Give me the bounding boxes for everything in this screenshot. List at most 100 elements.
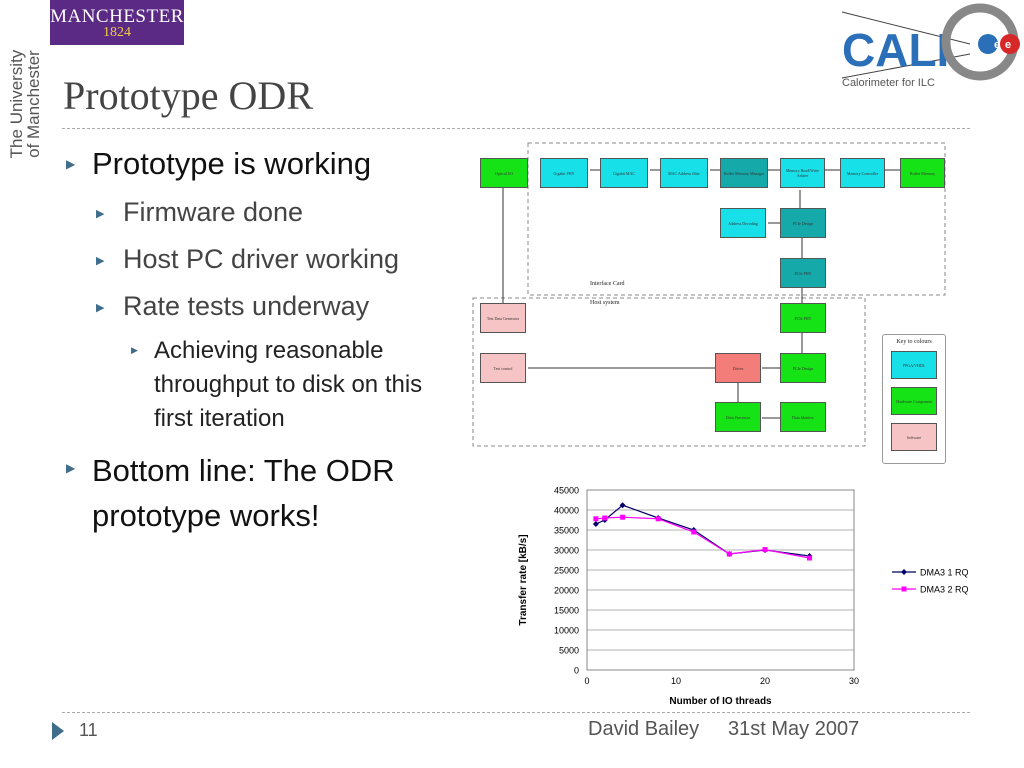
data-point <box>620 514 626 520</box>
series-2 <box>593 514 812 561</box>
block-gigabit-mac: Gigabit MAC <box>600 158 648 188</box>
data-point <box>592 521 599 527</box>
x-tick-label: 0 <box>584 676 589 686</box>
series-line <box>595 516 810 559</box>
bullet-achieving-line2: throughput to disk on this <box>154 371 423 398</box>
bullet-prototype-working: Prototype is working <box>92 146 372 181</box>
y-tick-label: 30000 <box>554 546 579 556</box>
legend-item: DMA3 1 RQ <box>892 568 969 578</box>
block-address-decoding: Address Decoding <box>720 208 766 238</box>
data-point <box>602 515 608 521</box>
colour-key: Key to colours FPGA/VHDL Hardware Compon… <box>882 334 946 464</box>
series-line <box>595 504 810 557</box>
block-memory-rw-arbiter: Memory Read/Write Arbiter <box>780 158 825 188</box>
block-memory-controller: Memory Controller <box>840 158 885 188</box>
y-tick-label: 40000 <box>554 506 579 516</box>
y-tick-label: 25000 <box>554 566 579 576</box>
block-pcie-phy-host: PCIe PHY <box>780 303 826 333</box>
bullet-bottom-line2: prototype works! <box>92 498 320 533</box>
x-tick-label: 30 <box>849 676 859 686</box>
block-optical-io: Optical I/O <box>480 158 528 188</box>
diagram-frames <box>472 142 946 447</box>
key-software: Software <box>891 423 937 451</box>
bullet-arrow-icon: ▶ <box>66 157 76 171</box>
x-axis-label: Number of IO threads <box>669 696 772 707</box>
svg-text:e: e <box>994 39 1000 51</box>
block-test-data-generator: Test Data Generator <box>480 303 526 333</box>
y-tick-label: 20000 <box>554 586 579 596</box>
bullet-bottom-line1: Bottom line: The ODR <box>92 453 395 488</box>
chart-grid <box>587 489 854 671</box>
block-buffer-memory: Buffer Memory <box>900 158 945 188</box>
university-side-text-line1: The University <box>7 49 26 159</box>
interface-card-label: Interface Card <box>590 281 625 287</box>
y-tick-label: 45000 <box>554 486 579 496</box>
chart-series <box>592 502 813 561</box>
bullet-host-pc-driver: Host PC driver working <box>123 244 400 274</box>
manchester-logo: MANCHESTER 1824 <box>50 0 184 45</box>
data-point <box>807 555 812 561</box>
x-tick-label: 10 <box>671 676 681 686</box>
svg-text:e: e <box>1005 39 1011 51</box>
legend-item: DMA3 2 RQ <box>892 585 969 595</box>
bullet-achieving-throughput: Achieving reasonable throughput to disk … <box>154 334 422 436</box>
y-tick-label: 15000 <box>554 606 579 616</box>
university-side-text-line2: of Manchester <box>24 50 43 158</box>
bullet-rate-tests: Rate tests underway <box>123 291 370 321</box>
transfer-rate-chart: 0 5000 10000 15000 20000 25000 30000 35000 40000… <box>518 486 969 708</box>
page-marker-icon <box>52 722 64 740</box>
odr-block-diagram: Optical I/O Gigabit PHY Gigabit MAC MAC … <box>470 140 950 465</box>
key-fpga: FPGA/VHDL <box>891 351 937 379</box>
title-divider <box>62 128 970 129</box>
bullet-achieving-line1: Achieving reasonable <box>154 337 384 364</box>
legend-marker <box>901 569 907 575</box>
bullet-arrow-icon: ▶ <box>96 255 105 267</box>
footer-author: David Bailey <box>588 718 700 740</box>
block-pcie-design: PCIe Design <box>780 208 826 238</box>
manchester-logo-text: MANCHESTER <box>50 6 184 27</box>
footer-date: 31st May 2007 <box>728 718 860 740</box>
y-tick-label: 0 <box>574 666 579 676</box>
chart-legend: DMA3 1 RQ DMA3 2 RQ <box>892 568 969 595</box>
colour-key-title: Key to colours <box>896 339 932 345</box>
legend-label: DMA3 1 RQ <box>920 568 969 578</box>
block-buffer-memory-manager: Buffer Memory Manager <box>720 158 768 188</box>
host-system-label: Host system <box>590 300 620 306</box>
manchester-logo-year: 1824 <box>103 25 131 40</box>
page-title: Prototype ODR <box>63 73 313 118</box>
y-tick-label: 10000 <box>554 626 579 636</box>
bullet-arrow-icon: ▶ <box>96 302 105 314</box>
y-tick-label: 35000 <box>554 526 579 536</box>
key-hardware: Hardware Component <box>891 387 937 415</box>
block-data-processor: Data Processor <box>715 402 761 432</box>
svg-text:CALI: CALI <box>842 24 949 76</box>
block-test-control: Test control <box>480 353 526 383</box>
y-tick-labels: 0 5000 10000 15000 20000 25000 30000 35000 40000… <box>554 486 579 676</box>
block-driver: Driver <box>715 353 761 383</box>
calice-tagline: Calorimeter for ILC <box>842 77 935 89</box>
page-number: 11 <box>79 720 98 740</box>
data-point <box>593 516 599 522</box>
data-point <box>655 516 661 522</box>
block-gigabit-phy: Gigabit PHY <box>540 158 588 188</box>
y-tick-label: 5000 <box>559 646 579 656</box>
legend-marker <box>901 586 907 592</box>
bullet-firmware-done: Firmware done <box>123 197 304 227</box>
data-point <box>619 502 626 509</box>
bullet-achieving-line3: first iteration <box>154 405 285 432</box>
bullet-arrow-icon: ▶ <box>66 461 76 475</box>
data-point <box>691 529 697 535</box>
bullet-bottom-line: Bottom line: The ODR prototype works! <box>92 448 395 538</box>
block-mac-address-filter: MAC Address filter <box>660 158 708 188</box>
y-axis-label: Transfer rate [kB/s] <box>518 534 529 625</box>
block-pcie-design-host: PCIe Design <box>780 353 826 383</box>
block-data-monitor: Data Monitor <box>780 402 826 432</box>
plot-area <box>586 489 855 671</box>
university-side-text: The University of Manchester <box>7 34 43 174</box>
legend-label: DMA3 2 RQ <box>920 585 969 595</box>
calice-logo: CALI e e Calorimeter for ILC <box>841 3 1020 89</box>
x-tick-label: 20 <box>760 676 770 686</box>
footer-divider <box>62 712 970 713</box>
block-pcie-phy: PCIe PHY <box>780 258 826 288</box>
data-point <box>726 551 732 557</box>
